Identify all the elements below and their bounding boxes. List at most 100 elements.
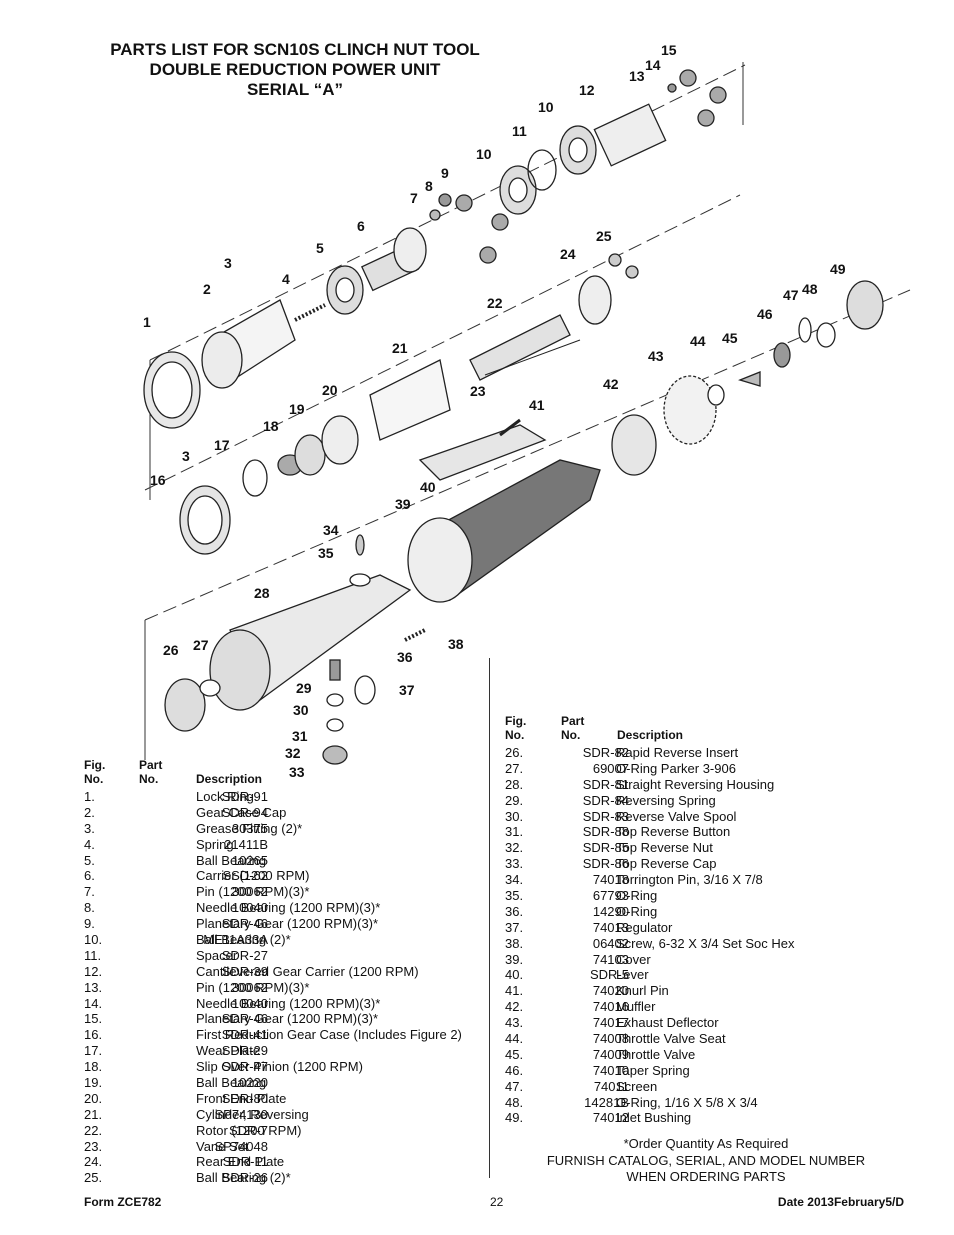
callout-number: 41 xyxy=(529,397,545,413)
part-description: Ball Bearing (2)* xyxy=(196,932,291,948)
callout-number: 12 xyxy=(579,82,595,98)
part-description: Wear Plate xyxy=(196,1043,261,1059)
callout-number: 46 xyxy=(757,306,773,322)
header-fig: Fig. xyxy=(505,714,527,728)
fig-number: 5. xyxy=(84,852,95,868)
part-description: Muffler xyxy=(616,999,656,1015)
callout-number: 42 xyxy=(603,376,619,392)
callout-number: 7 xyxy=(410,190,418,206)
part-number: SP74130 xyxy=(214,1106,269,1122)
part-description: Top Reverse Cap xyxy=(616,856,717,872)
fig-number: 30. xyxy=(505,808,524,824)
fig-number: 14. xyxy=(84,995,103,1011)
fig-number: 23. xyxy=(84,1138,103,1154)
header-part: Part xyxy=(139,758,163,772)
part-description: Reverse Valve Spool xyxy=(616,808,737,824)
callout-number: 2 xyxy=(203,281,211,297)
callout-number: 18 xyxy=(263,418,279,434)
fig-number: 34. xyxy=(505,872,524,888)
part-description: Pin (1200 RPM)(3)* xyxy=(196,884,310,900)
part-number: SDR-81 xyxy=(582,776,629,792)
part-number: SDR-7 xyxy=(228,1122,268,1138)
part-number: SDR-83 xyxy=(582,808,629,824)
part-description: Throttle Valve Seat xyxy=(616,1031,726,1047)
fig-number: 22. xyxy=(84,1122,103,1138)
part-number: 74018 xyxy=(592,872,629,888)
part-description: Ball Bearing xyxy=(196,1075,267,1091)
part-description: Inlet Bushing xyxy=(616,1110,692,1126)
callout-number: 27 xyxy=(193,637,209,653)
part-description: Top Reverse Nut xyxy=(616,840,713,856)
part-description: O-Ring Parker 3-906 xyxy=(616,760,736,776)
callout-number: 5 xyxy=(316,240,324,256)
callout-number: 40 xyxy=(420,479,436,495)
fig-number: 29. xyxy=(505,792,524,808)
callout-number: 13 xyxy=(629,68,645,84)
part-description: Ball Bearing xyxy=(196,852,267,868)
note-order-quantity: *Order Quantity As Required xyxy=(623,1136,789,1151)
part-description: Exhaust Deflector xyxy=(616,1015,719,1031)
callout-number: 48 xyxy=(802,281,818,297)
header-description: Description xyxy=(617,728,684,742)
fig-number: 18. xyxy=(84,1059,103,1075)
part-description: Torrington Pin, 3/16 X 7/8 xyxy=(616,872,763,888)
form-number: Form ZCE782 xyxy=(84,1195,162,1209)
fig-number: 16. xyxy=(84,1027,103,1043)
part-number: SDR-27 xyxy=(221,947,268,963)
part-number: 74012 xyxy=(592,1110,629,1126)
callout-number: 47 xyxy=(783,287,799,303)
fig-number: 33. xyxy=(505,856,524,872)
header-description: Description xyxy=(196,772,263,786)
part-description: Cylinder, Reversing xyxy=(196,1106,309,1122)
part-number: 30375 xyxy=(231,820,268,836)
part-number: 74011 xyxy=(593,1078,629,1094)
part-number: 74013 xyxy=(592,919,629,935)
part-description: Ball Bearing (2)* xyxy=(196,1170,291,1186)
part-description: Lever xyxy=(616,967,649,983)
callout-number: 39 xyxy=(395,496,411,512)
fig-number: 47. xyxy=(505,1078,524,1094)
part-description: Straight Reversing Housing xyxy=(616,776,775,792)
fig-number: 45. xyxy=(505,1046,524,1062)
callout-number: 21 xyxy=(392,340,408,356)
part-number: SDR-85 xyxy=(582,840,629,856)
part-number: 10265 xyxy=(231,852,268,868)
part-description: Spring xyxy=(196,836,234,852)
part-number: 10220 xyxy=(231,1075,268,1091)
part-number: SDR-29 xyxy=(221,1043,268,1059)
fig-number: 39. xyxy=(505,951,524,967)
part-number: SSD-62 xyxy=(222,868,268,884)
fig-number: 2. xyxy=(84,804,95,820)
fig-number: 40. xyxy=(505,967,524,983)
part-description: Screen xyxy=(616,1078,658,1094)
ordering-notes: *Order Quantity As Required FURNISH CATA… xyxy=(520,1136,892,1186)
fig-number: 15. xyxy=(84,1011,103,1027)
callout-number: 10 xyxy=(476,146,492,162)
part-number: SDR-39 xyxy=(221,963,268,979)
part-description: Slip Over Pinion (1200 RPM) xyxy=(196,1059,363,1075)
part-description: Taper Spring xyxy=(616,1062,690,1078)
part-description: Throttle Valve xyxy=(616,1046,696,1062)
note-when-ordering: WHEN ORDERING PARTS xyxy=(626,1169,786,1184)
page-number: 22 xyxy=(490,1195,504,1209)
part-number: 30062 xyxy=(231,979,268,995)
header-part: Part xyxy=(561,714,585,728)
callout-number: 35 xyxy=(318,545,334,561)
part-description: Regulator xyxy=(616,919,673,935)
callout-number: 8 xyxy=(425,178,433,194)
part-description: O-Ring xyxy=(616,888,658,904)
fig-number: 25. xyxy=(84,1170,103,1186)
fig-number: 12. xyxy=(84,963,103,979)
part-description: Cantilevered Gear Carrier (1200 RPM) xyxy=(196,963,419,979)
callout-number: 17 xyxy=(214,437,230,453)
